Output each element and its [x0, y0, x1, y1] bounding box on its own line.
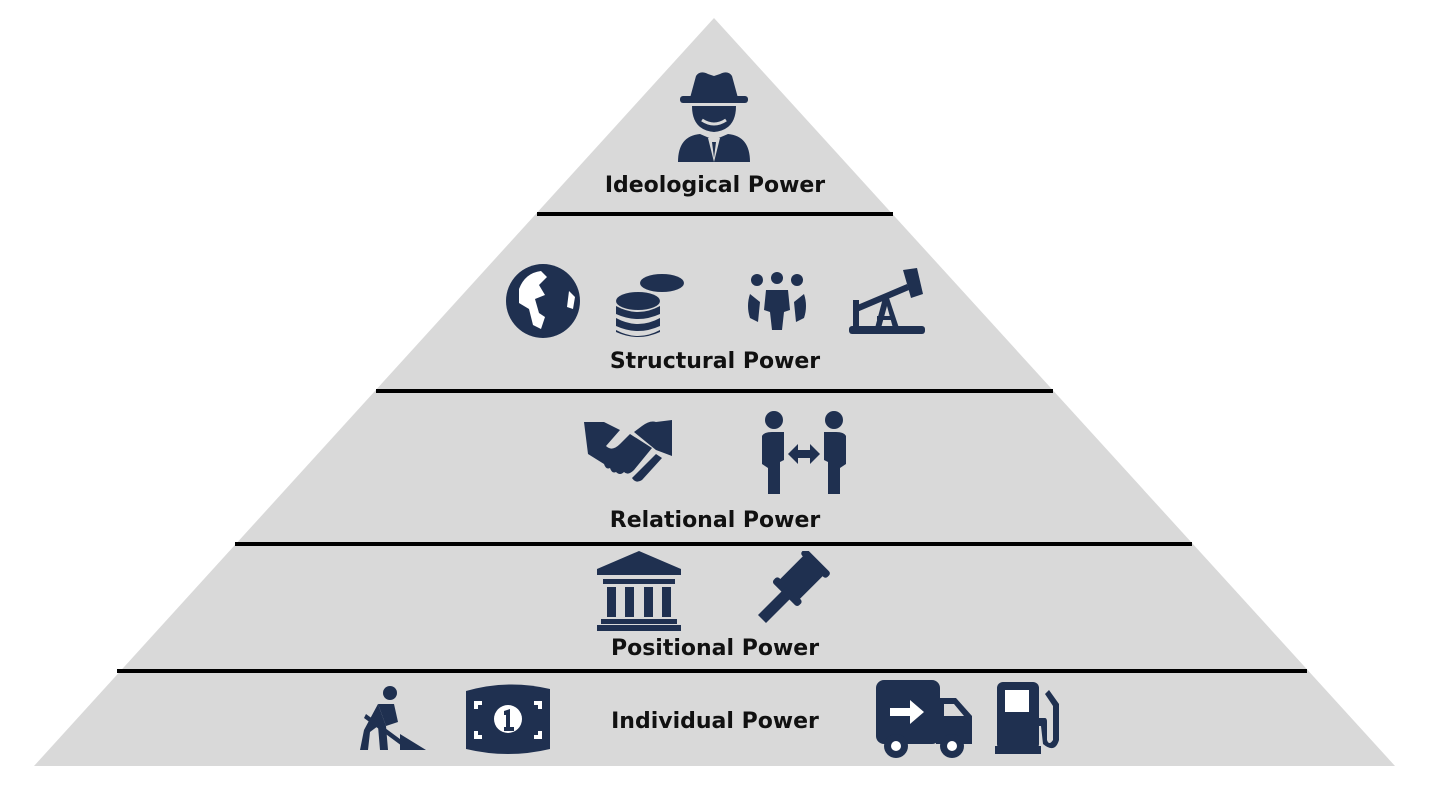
coins-icon	[614, 272, 686, 340]
money-bill-icon	[464, 683, 552, 755]
handshake-icon	[584, 418, 672, 488]
oil-pump-icon	[847, 268, 927, 336]
group-icon	[746, 272, 808, 332]
level-label-individual: Individual Power	[611, 709, 819, 734]
level-label-structural: Structural Power	[609, 349, 821, 374]
gas-pump-icon	[995, 682, 1065, 754]
spy-icon	[676, 70, 752, 162]
institution-icon	[597, 551, 681, 631]
people-exchange-icon	[760, 410, 848, 496]
level-label-ideological: Ideological Power	[604, 173, 826, 198]
gavel-icon	[756, 551, 830, 623]
globe-icon	[505, 263, 581, 339]
delivery-truck-icon	[876, 680, 972, 760]
level-label-positional: Positional Power	[610, 636, 820, 661]
worker-shovel-icon	[356, 686, 428, 752]
level-label-relational: Relational Power	[609, 508, 821, 533]
